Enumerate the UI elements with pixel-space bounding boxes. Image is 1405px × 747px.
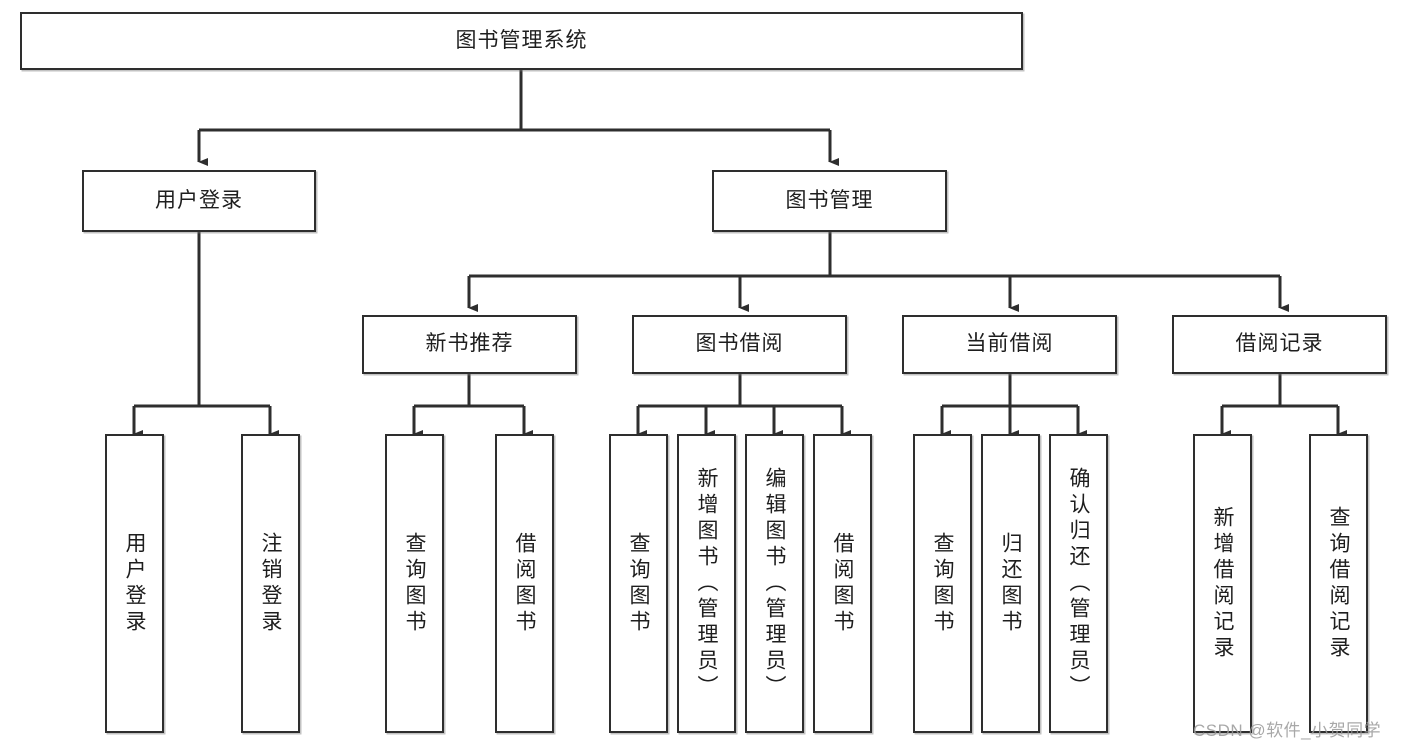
leaf-edit-book[interactable]: 编辑图书（管理员）: [745, 434, 804, 733]
node-root[interactable]: 图书管理系统: [20, 12, 1023, 70]
leaf-query-book-1[interactable]: 查询图书: [385, 434, 444, 733]
csdn-watermark: CSDN @软件_小贺同学: [1193, 721, 1382, 740]
leaf-return-book-label: 归还图书: [999, 531, 1022, 636]
node-new-book-rec[interactable]: 新书推荐: [362, 315, 577, 374]
leaf-add-record-label: 新增借阅记录: [1211, 505, 1234, 662]
node-book-manage[interactable]: 图书管理: [712, 170, 947, 232]
leaf-user-logout-label: 注销登录: [259, 531, 282, 636]
leaf-borrow-book-1[interactable]: 借阅图书: [495, 434, 554, 733]
leaf-query-record-label: 查询借阅记录: [1327, 505, 1350, 662]
leaf-query-book-2[interactable]: 查询图书: [609, 434, 668, 733]
node-book-manage-label: 图书管理: [785, 188, 874, 212]
leaf-return-book[interactable]: 归还图书: [981, 434, 1040, 733]
leaf-user-logout[interactable]: 注销登录: [241, 434, 300, 733]
node-current-borrow[interactable]: 当前借阅: [902, 315, 1117, 374]
leaf-borrow-book-1-label: 借阅图书: [513, 531, 536, 636]
leaf-confirm-return-label: 确认归还（管理员）: [1067, 466, 1090, 701]
leaf-confirm-return[interactable]: 确认归还（管理员）: [1049, 434, 1108, 733]
node-root-label: 图书管理系统: [455, 28, 588, 52]
leaf-user-login-label: 用户登录: [123, 531, 146, 636]
leaf-query-book-3[interactable]: 查询图书: [913, 434, 972, 733]
leaf-query-book-1-label: 查询图书: [403, 531, 426, 636]
leaf-user-login[interactable]: 用户登录: [105, 434, 164, 733]
leaf-query-book-3-label: 查询图书: [931, 531, 954, 636]
leaf-add-book[interactable]: 新增图书（管理员）: [677, 434, 736, 733]
leaf-query-record[interactable]: 查询借阅记录: [1309, 434, 1368, 733]
node-borrow-record-label: 借阅记录: [1235, 332, 1324, 356]
leaf-query-book-2-label: 查询图书: [627, 531, 650, 636]
leaf-edit-book-label: 编辑图书（管理员）: [763, 466, 786, 701]
node-user-login[interactable]: 用户登录: [82, 170, 316, 232]
node-borrow-record[interactable]: 借阅记录: [1172, 315, 1387, 374]
node-user-login-label: 用户登录: [155, 188, 243, 212]
leaf-add-record[interactable]: 新增借阅记录: [1193, 434, 1252, 733]
leaf-borrow-book-2[interactable]: 借阅图书: [813, 434, 872, 733]
node-current-borrow-label: 当前借阅: [965, 332, 1054, 356]
node-book-borrow-label: 图书借阅: [695, 332, 784, 356]
node-new-book-rec-label: 新书推荐: [425, 332, 514, 356]
node-book-borrow[interactable]: 图书借阅: [632, 315, 847, 374]
leaf-borrow-book-2-label: 借阅图书: [831, 531, 854, 636]
leaf-add-book-label: 新增图书（管理员）: [695, 466, 718, 701]
